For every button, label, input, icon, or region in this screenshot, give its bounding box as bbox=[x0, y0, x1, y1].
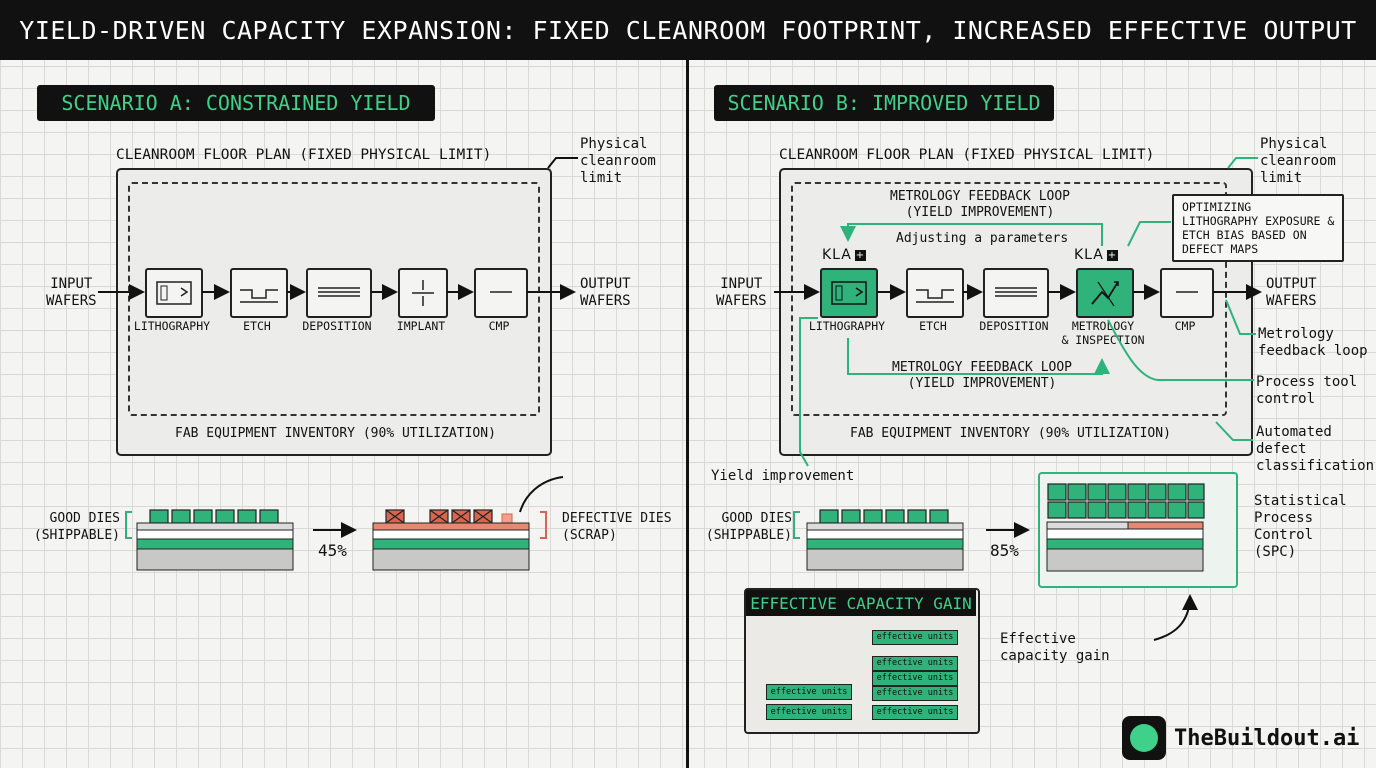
wafer-good-cross-section bbox=[806, 509, 964, 571]
page-title: YIELD-DRIVEN CAPACITY EXPANSION: FIXED C… bbox=[0, 0, 1376, 60]
scenario-a-floor-title: CLEANROOM FLOOR PLAN (FIXED PHYSICAL LIM… bbox=[116, 147, 492, 163]
brand-logo-icon bbox=[1122, 716, 1166, 760]
plus-icon: + bbox=[1106, 249, 1118, 261]
high-yield-wafer-cross-section bbox=[1046, 483, 1205, 572]
scenario-b-yield: 85% bbox=[990, 541, 1019, 560]
scenario-b-floor-title: CLEANROOM FLOOR PLAN (FIXED PHYSICAL LIM… bbox=[779, 147, 1155, 163]
scenario-a-tag: SCENARIO A: CONSTRAINED YIELD bbox=[37, 85, 435, 121]
effective-unit-block: effective units bbox=[766, 684, 852, 700]
scenario-a-defective-dies: DEFECTIVE DIES (SCRAP) bbox=[562, 511, 672, 543]
implant-icon bbox=[412, 280, 434, 306]
cmp-icon bbox=[490, 291, 512, 293]
scenario-a-good-dies: GOOD DIES (SHIPPABLE) bbox=[33, 511, 120, 543]
effective-units-stack-a: effective units effective units bbox=[766, 684, 860, 720]
process-tool-annotation: Process tool control bbox=[1256, 374, 1358, 407]
effective-unit-block: effective units bbox=[766, 704, 852, 720]
optimizing-note: OPTIMIZING LITHOGRAPHY EXPOSURE & ETCH B… bbox=[1172, 194, 1345, 262]
kla-logo-text: KLA bbox=[1074, 247, 1104, 263]
scenario-a-output: OUTPUT WAFERS bbox=[580, 276, 631, 309]
lithography-icon bbox=[156, 281, 192, 305]
kla-logo-text: KLA bbox=[822, 247, 852, 263]
etch-icon bbox=[916, 289, 954, 303]
station-label: DEPOSITION bbox=[979, 319, 1049, 333]
plus-icon: + bbox=[854, 249, 866, 261]
station-lithography bbox=[820, 268, 878, 318]
scenario-b-limit-note: Physical cleanroom limit bbox=[1260, 136, 1336, 186]
yield-improvement-annotation: Yield improvement bbox=[711, 468, 855, 484]
etch-icon bbox=[240, 289, 278, 303]
scenario-a-yield: 45% bbox=[318, 541, 347, 560]
scenario-b-inventory: FAB EQUIPMENT INVENTORY (90% UTILIZATION… bbox=[850, 426, 1171, 441]
station-label: LITHOGRAPHY bbox=[133, 319, 211, 333]
station-label: ETCH bbox=[243, 319, 271, 333]
effective-unit-block: effective units bbox=[872, 705, 958, 720]
scenario-a-flow-arrows bbox=[98, 157, 578, 539]
station-metrology bbox=[1076, 268, 1134, 318]
station-label: DEPOSITION bbox=[302, 319, 372, 333]
wafer-defect-cross-section bbox=[372, 509, 530, 571]
kla-logo-left: KLA+ bbox=[822, 247, 866, 263]
wafer-good-cross-section bbox=[136, 509, 294, 571]
feedback-loop-bottom-label: METROLOGY FEEDBACK LOOP (YIELD IMPROVEME… bbox=[892, 360, 1073, 391]
station-label: IMPLANT bbox=[396, 319, 446, 333]
station-label: CMP bbox=[1174, 319, 1196, 333]
station-label: LITHOGRAPHY bbox=[808, 319, 886, 333]
scenario-b-good-dies: GOOD DIES (SHIPPABLE) bbox=[705, 511, 792, 543]
feedback-loop-top-label: METROLOGY FEEDBACK LOOP (YIELD IMPROVEME… bbox=[890, 189, 1071, 220]
metrology-icon bbox=[1091, 281, 1119, 307]
deposition-icon bbox=[995, 287, 1037, 297]
station-label: CMP bbox=[488, 319, 510, 333]
effective-capacity-caption: Effective capacity gain bbox=[1000, 631, 1110, 664]
deposition-icon bbox=[318, 287, 360, 297]
scenario-b-output: OUTPUT WAFERS bbox=[1266, 276, 1317, 309]
station-etch bbox=[230, 268, 288, 318]
scenario-a-limit-note: Physical cleanroom limit bbox=[580, 136, 656, 186]
scenario-b-tag: SCENARIO B: IMPROVED YIELD bbox=[714, 85, 1054, 121]
station-deposition bbox=[306, 268, 372, 318]
effective-unit-block: effective units bbox=[872, 630, 958, 645]
effective-unit-block: effective units bbox=[872, 671, 958, 686]
scenario-b-equipment-zone bbox=[791, 182, 1227, 416]
scenario-a-input: INPUT WAFERS bbox=[46, 276, 97, 309]
station-cmp bbox=[1160, 268, 1214, 318]
automated-defect-annotation: Automated defect classification bbox=[1256, 424, 1375, 474]
spc-annotation: Statistical Process Control (SPC) bbox=[1254, 493, 1347, 560]
scenario-b-input: INPUT WAFERS bbox=[716, 276, 767, 309]
cmp-icon bbox=[1176, 291, 1198, 293]
effective-unit-block: effective units bbox=[872, 686, 958, 701]
scenario-a-inventory: FAB EQUIPMENT INVENTORY (90% UTILIZATION… bbox=[175, 426, 496, 441]
adjusting-parameters-label: Adjusting a parameters bbox=[896, 231, 1069, 246]
effective-unit-block: effective units bbox=[872, 656, 958, 671]
effective-units-stack-b: effective units effective units effectiv… bbox=[872, 630, 966, 722]
lithography-icon bbox=[831, 281, 867, 305]
kla-logo-right: KLA+ bbox=[1074, 247, 1118, 263]
scenario-b-flow-arrows bbox=[774, 157, 1262, 641]
station-label: METROLOGY & INSPECTION bbox=[1061, 319, 1145, 347]
metrology-feedback-annotation: Metrology feedback loop bbox=[1258, 326, 1368, 359]
effective-capacity-title: EFFECTIVE CAPACITY GAIN bbox=[746, 590, 976, 616]
panel-divider bbox=[686, 60, 689, 768]
station-label: ETCH bbox=[919, 319, 947, 333]
brand-name: TheBuildout.ai bbox=[1174, 726, 1360, 751]
